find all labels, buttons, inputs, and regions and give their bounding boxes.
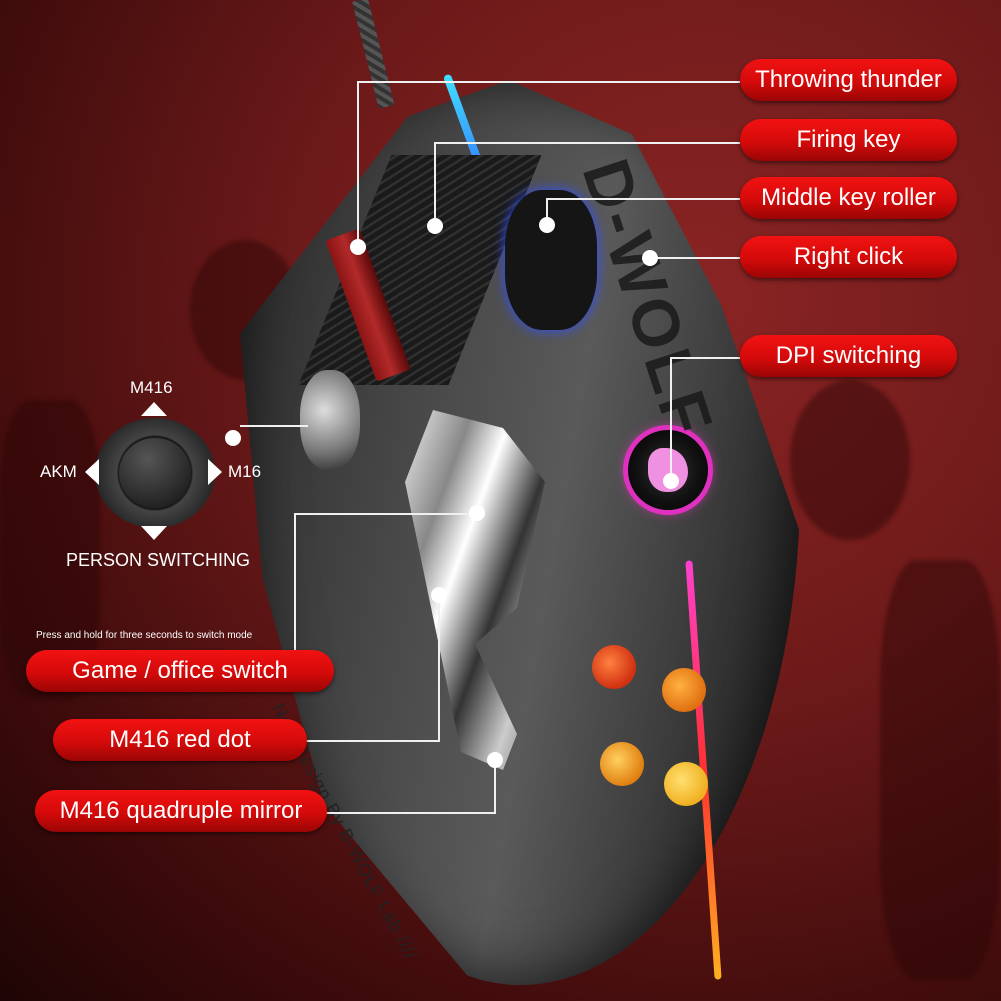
led-red bbox=[592, 645, 636, 689]
callout-line-game-office-v bbox=[294, 513, 296, 653]
background-soldier-far-right bbox=[880, 560, 1000, 980]
callout-dot-joystick bbox=[225, 430, 241, 446]
callout-dot-game-office bbox=[469, 505, 485, 521]
joystick-label-right: M16 bbox=[228, 462, 262, 481]
led-yellow-left bbox=[600, 742, 644, 786]
label-game-office-switch: Game / office switch bbox=[26, 650, 334, 692]
arrow-left-icon bbox=[85, 459, 99, 485]
callout-line-middle-roller-v bbox=[546, 198, 548, 220]
callout-line-quad-mirror-v bbox=[494, 760, 496, 814]
callout-dot-dpi bbox=[663, 473, 679, 489]
label-m416-quadruple-mirror: M416 quadruple mirror bbox=[35, 790, 327, 832]
arrow-down-icon bbox=[141, 526, 167, 540]
joystick-diagram bbox=[95, 418, 215, 528]
mode-switch-hint: Press and hold for three seconds to swit… bbox=[36, 630, 253, 641]
callout-line-quad-mirror bbox=[326, 812, 496, 814]
led-orange bbox=[662, 668, 706, 712]
callout-line-game-office bbox=[294, 513, 476, 515]
callout-line-right-click bbox=[650, 257, 740, 259]
callout-dot-quad-mirror bbox=[487, 752, 503, 768]
callout-line-throwing-thunder-v bbox=[357, 81, 359, 241]
callout-line-firing-key-v bbox=[434, 142, 436, 222]
arrow-right-icon bbox=[208, 459, 222, 485]
background-soldier-right bbox=[790, 380, 910, 540]
callout-line-red-dot bbox=[306, 740, 440, 742]
callout-line-dpi bbox=[670, 357, 740, 359]
label-dpi-switching: DPI switching bbox=[740, 335, 957, 377]
callout-line-red-dot-v bbox=[438, 595, 440, 742]
joystick-label-left: AKM bbox=[40, 462, 77, 481]
label-throwing-thunder: Throwing thunder bbox=[740, 59, 957, 101]
label-firing-key: Firing key bbox=[740, 119, 957, 161]
joystick-label-up: M416 bbox=[130, 378, 173, 397]
joystick-knob bbox=[119, 438, 191, 508]
label-m416-red-dot: M416 red dot bbox=[53, 719, 307, 761]
side-joystick bbox=[300, 370, 360, 470]
joystick-label-bottom: PERSON SWITCHING bbox=[66, 550, 251, 570]
callout-dot-red-dot bbox=[431, 587, 447, 603]
scroll-wheel bbox=[505, 190, 597, 330]
callout-dot-firing-key bbox=[427, 218, 443, 234]
callout-line-middle-roller bbox=[546, 198, 740, 200]
callout-line-joystick bbox=[240, 425, 308, 427]
callout-dot-throwing-thunder bbox=[350, 239, 366, 255]
callout-line-throwing-thunder bbox=[357, 81, 740, 83]
callout-dot-middle-roller bbox=[539, 217, 555, 233]
label-right-click: Right click bbox=[740, 236, 957, 278]
label-middle-key-roller: Middle key roller bbox=[740, 177, 957, 219]
callout-line-dpi-v bbox=[670, 357, 672, 477]
callout-dot-right-click bbox=[642, 250, 658, 266]
led-yellow-right bbox=[664, 762, 708, 806]
dpi-button bbox=[628, 430, 708, 510]
arrow-up-icon bbox=[141, 402, 167, 416]
callout-line-firing-key bbox=[434, 142, 740, 144]
